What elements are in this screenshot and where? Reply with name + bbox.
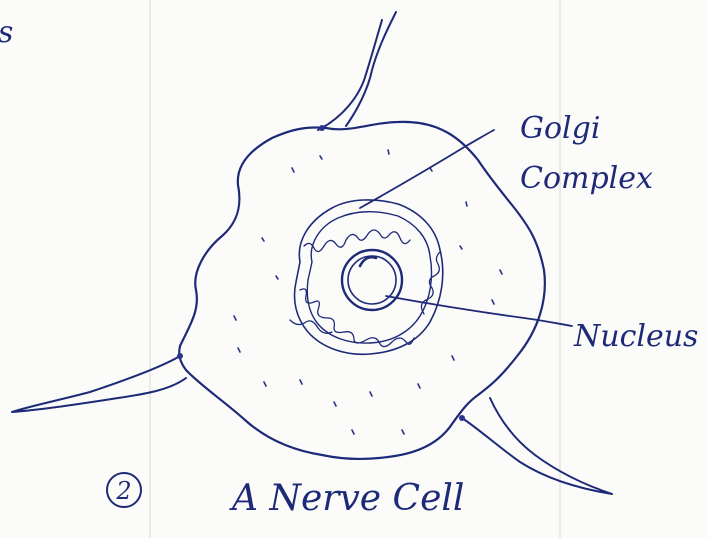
dendrite-bottom-right-junction bbox=[459, 415, 465, 421]
dendrite-top bbox=[318, 12, 396, 130]
dendrite-left-junction bbox=[177, 353, 183, 359]
dendrite-top-junction bbox=[319, 125, 325, 131]
top-left-fragment: s bbox=[0, 15, 13, 50]
figure-number: 2 bbox=[115, 477, 131, 505]
nissl-granules bbox=[234, 150, 502, 434]
golgi-leader-line bbox=[360, 130, 494, 208]
dendrite-left bbox=[12, 356, 186, 412]
cell-body-outline bbox=[179, 122, 545, 459]
nucleus-label: Nucleus bbox=[573, 319, 698, 354]
dendrite-bottom-right bbox=[462, 398, 612, 494]
golgi-complex bbox=[290, 200, 443, 354]
golgi-label-line2: Complex bbox=[520, 161, 653, 196]
nucleus bbox=[342, 250, 402, 310]
golgi-label-line1: Golgi bbox=[520, 111, 600, 146]
caption: A Nerve Cell bbox=[229, 478, 464, 519]
